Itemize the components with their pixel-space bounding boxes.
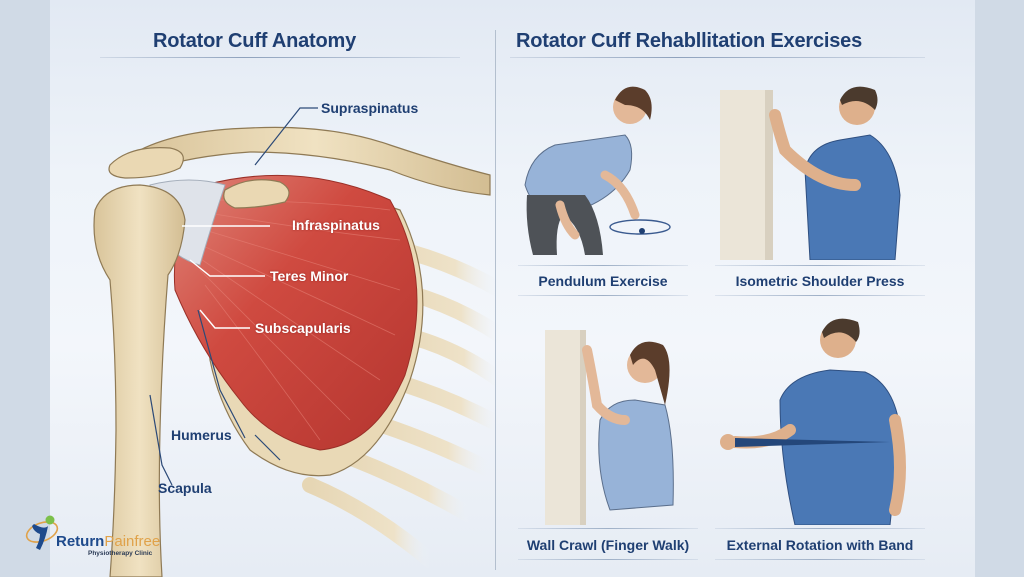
caption-external-rotation: External Rotation with Band [726,537,914,553]
rotator-cuff-muscles [173,174,418,451]
supraspinatus-leader [254,107,318,166]
caption-rule-bottom-4 [715,559,925,560]
label-teres-minor: Teres Minor [270,268,349,284]
section-divider [495,30,496,570]
running-figure-logo-icon [25,515,59,550]
label-supraspinatus: Supraspinatus [321,100,419,116]
caption-rule-bottom-3 [518,559,698,560]
logo-brand: ReturnPainfree [56,533,160,550]
caption-rule-top-2 [715,265,925,266]
logo-brand-return: Return [56,533,105,550]
teres-minor-leader [189,259,265,277]
scapula-leader [149,394,173,486]
wall-crawl-illustration [545,330,674,525]
pendulum-exercise-illustration [524,86,671,255]
caption-rule-top-3 [518,528,698,529]
label-subscapularis: Subscapularis [255,320,351,336]
logo-subtitle: Physiotherapy Clinic [88,550,153,557]
caption-wall-crawl: Wall Crawl (Finger Walk) [526,537,690,553]
caption-rule-bottom-2 [715,295,925,296]
caption-isometric-shoulder-press: Isometric Shoulder Press [735,273,905,289]
infographic-canvas: Rotator Cuff Anatomy [50,0,975,577]
anatomy-title: Rotator Cuff Anatomy [153,30,357,52]
humerus-bone [93,184,186,577]
exercises-title-rule [510,57,925,58]
label-scapula: Scapula [158,480,212,496]
humerus-leader [197,309,246,439]
external-rotation-band-illustration [720,318,906,525]
caption-rule-bottom-1 [518,295,688,296]
clavicle [139,126,491,196]
left-margin-band [0,0,50,577]
anatomy-title-rule [100,57,460,58]
logo-brand-painfree: Painfree [104,533,161,550]
isometric-shoulder-press-illustration [720,86,901,260]
label-infraspinatus: Infraspinatus [292,217,380,233]
caption-pendulum-exercise: Pendulum Exercise [538,273,668,289]
shoulder-anatomy-illustration [93,107,500,577]
caption-rule-top-1 [518,265,688,266]
exercises-title: Rotator Cuff Rehabllitation Exercises [516,30,862,52]
subscapularis-leader [199,309,250,329]
caption-rule-top-4 [715,528,925,529]
right-margin-band [975,0,1024,577]
label-humerus: Humerus [171,427,232,443]
